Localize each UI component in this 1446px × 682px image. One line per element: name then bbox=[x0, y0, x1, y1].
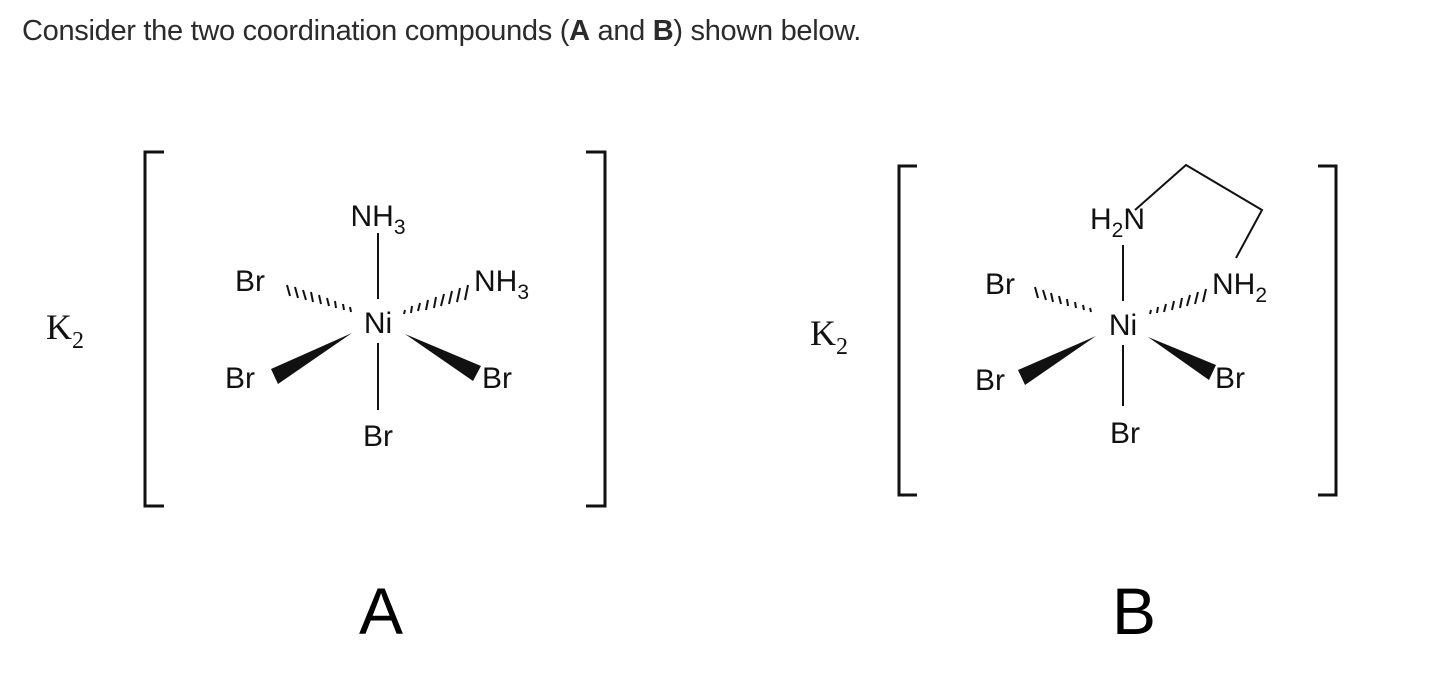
compound-a-upper-left-ligand: Br bbox=[235, 265, 265, 298]
question-suffix: ) shown below. bbox=[673, 15, 862, 47]
compound-a-wedge-bond-right bbox=[405, 334, 481, 381]
compound-b-central-metal: Ni bbox=[1109, 309, 1137, 342]
compound-b-wedge-bond-left bbox=[1018, 336, 1096, 385]
question-and: and bbox=[589, 15, 653, 47]
compound-b-lower-left-ligand: Br bbox=[975, 364, 1005, 397]
compound-b-top-ligand-subscript: 2 bbox=[1112, 219, 1124, 242]
compound-a-hashed-bond-right bbox=[403, 284, 469, 315]
compound-b-hashed-bond-right bbox=[1149, 288, 1207, 315]
compound-a-central-metal: Ni bbox=[364, 307, 392, 340]
compound-a-upper-right-ligand: NH3 bbox=[474, 265, 529, 304]
compound-b-counter-ion: K2 bbox=[810, 313, 848, 360]
question-letter-a: A bbox=[569, 15, 590, 47]
compound-b-bottom-ligand: Br bbox=[1110, 417, 1140, 450]
compound-a-lower-left-ligand: Br bbox=[225, 362, 255, 395]
question-text: Consider the two coordination compounds … bbox=[22, 15, 861, 48]
compound-a-left-bracket bbox=[143, 150, 164, 508]
compound-a-label: A bbox=[359, 574, 403, 648]
compound-a-bottom-ligand: Br bbox=[363, 420, 393, 453]
compound-b-hashed-bond-left bbox=[1034, 286, 1092, 313]
compound-a-top-ligand: NH3 bbox=[350, 200, 405, 239]
question-letter-b: B bbox=[652, 15, 674, 47]
compound-a-lower-right-ligand: Br bbox=[482, 362, 512, 395]
compound-b-left-bracket bbox=[897, 164, 917, 497]
compound-a-wedge-bond-left bbox=[271, 333, 352, 384]
compound-b-upper-right-ligand-subscript: 2 bbox=[1255, 284, 1267, 307]
compound-b-ethylene-bridge bbox=[1134, 163, 1264, 259]
compound-b-right-bracket bbox=[1318, 164, 1338, 497]
compound-a-top-ligand-subscript: 3 bbox=[394, 216, 406, 239]
compound-b-upper-right-ligand: NH2 bbox=[1212, 268, 1267, 307]
compound-a-upper-right-ligand-subscript: 3 bbox=[517, 281, 529, 304]
compound-b-wedge-bond-right bbox=[1148, 337, 1216, 380]
compound-a-hashed-bond-left bbox=[286, 284, 352, 313]
compound-b: K2 H2N Ni Br bbox=[810, 163, 1338, 648]
compound-b-counter-ion-subscript: 2 bbox=[836, 334, 848, 360]
compound-a-right-bracket bbox=[586, 150, 607, 508]
compound-b-top-ligand: H2N bbox=[1090, 203, 1145, 242]
compound-a-counter-ion: K2 bbox=[46, 307, 84, 354]
compound-b-label: B bbox=[1112, 574, 1156, 648]
compound-b-upper-left-ligand: Br bbox=[985, 268, 1015, 301]
compound-a-counter-ion-subscript: 2 bbox=[72, 328, 84, 354]
compound-a: K2 NH3 Ni bbox=[46, 150, 607, 648]
question-prefix: Consider the two coordination compounds … bbox=[22, 15, 570, 47]
compound-b-lower-right-ligand: Br bbox=[1215, 362, 1245, 395]
